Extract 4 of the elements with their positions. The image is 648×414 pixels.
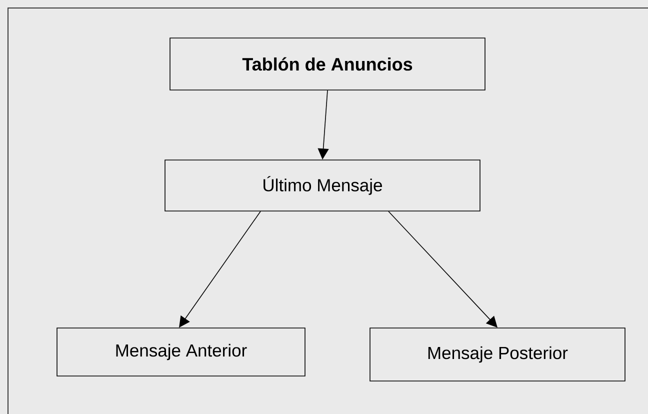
title-box: Tablón de Anuncios	[170, 38, 486, 90]
message-box: Mensaje Posterior	[370, 328, 626, 382]
message-box: Mensaje Anterior	[56, 328, 306, 376]
message-box: Último Mensaje	[164, 160, 480, 212]
